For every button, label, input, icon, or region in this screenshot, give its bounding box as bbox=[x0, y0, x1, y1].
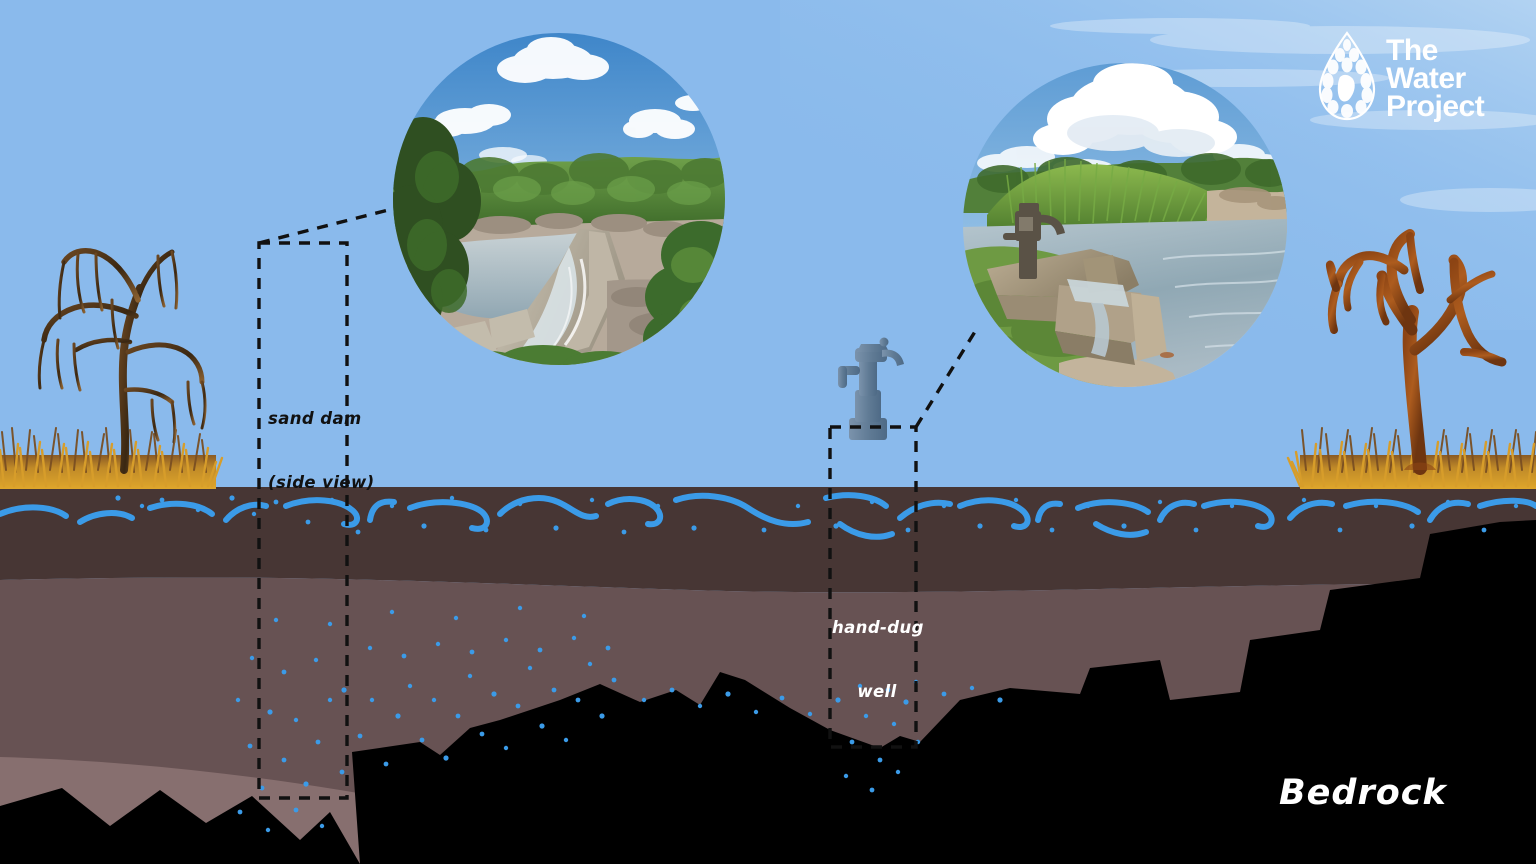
logo-wordmark: The Water Project bbox=[1386, 31, 1521, 123]
bedrock-layer bbox=[0, 520, 1536, 864]
wispy-clouds bbox=[1050, 18, 1536, 212]
dry-drooping-tree bbox=[37, 248, 207, 474]
well-outline bbox=[828, 425, 918, 749]
sand-dam-outline bbox=[257, 241, 349, 800]
logo-line-1: The Water bbox=[1386, 34, 1466, 96]
aquifer-storage-cluster bbox=[235, 605, 617, 833]
hand-dug-well-photo-art bbox=[963, 63, 1287, 387]
topsoil-layer bbox=[0, 487, 1536, 593]
bare-branched-tree bbox=[1325, 229, 1507, 475]
sand-dam-photo bbox=[393, 33, 725, 365]
well-aquifer-dots bbox=[641, 679, 1003, 793]
water-droplet-of-hands-icon bbox=[1318, 31, 1376, 121]
surface-water-lines bbox=[0, 492, 1536, 540]
logo-line-2: Project bbox=[1386, 89, 1485, 123]
grass-left bbox=[0, 427, 224, 489]
sand-dam-leader-line bbox=[258, 205, 401, 245]
sand-dam-photo-art bbox=[393, 33, 725, 365]
tree-base-shadow bbox=[1404, 462, 1436, 470]
groundwater-dots bbox=[115, 495, 1519, 833]
hand-pump-icon bbox=[838, 337, 904, 440]
hand-dug-well-photo bbox=[963, 63, 1287, 387]
the-water-project-logo[interactable]: The Water Project bbox=[1316, 22, 1521, 130]
